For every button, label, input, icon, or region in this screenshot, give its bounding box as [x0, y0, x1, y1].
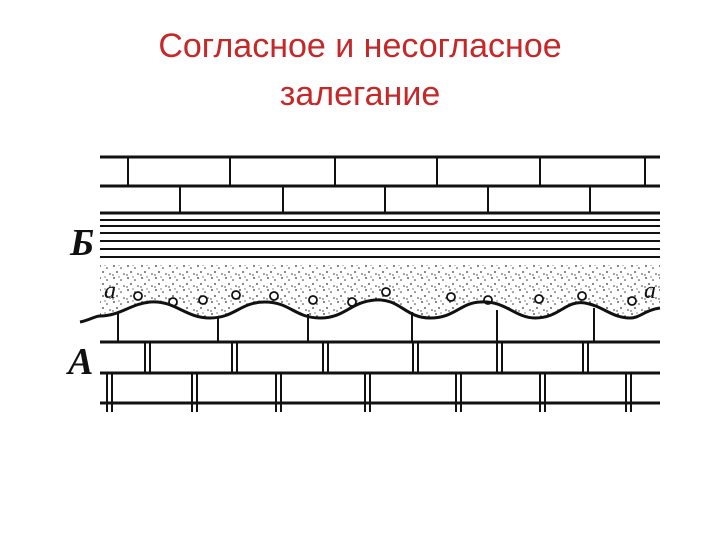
label-contact-left: а — [104, 278, 116, 304]
label-lower-sequence: А — [66, 341, 93, 383]
erosion-surface — [80, 300, 660, 322]
label-upper-sequence: Б — [69, 222, 94, 264]
upper-limestone-layer — [100, 157, 660, 213]
sandstone-layer — [100, 262, 660, 322]
shale-layers — [100, 220, 660, 257]
label-contact-right: а — [644, 278, 656, 304]
lower-limestone-layer — [100, 308, 660, 412]
